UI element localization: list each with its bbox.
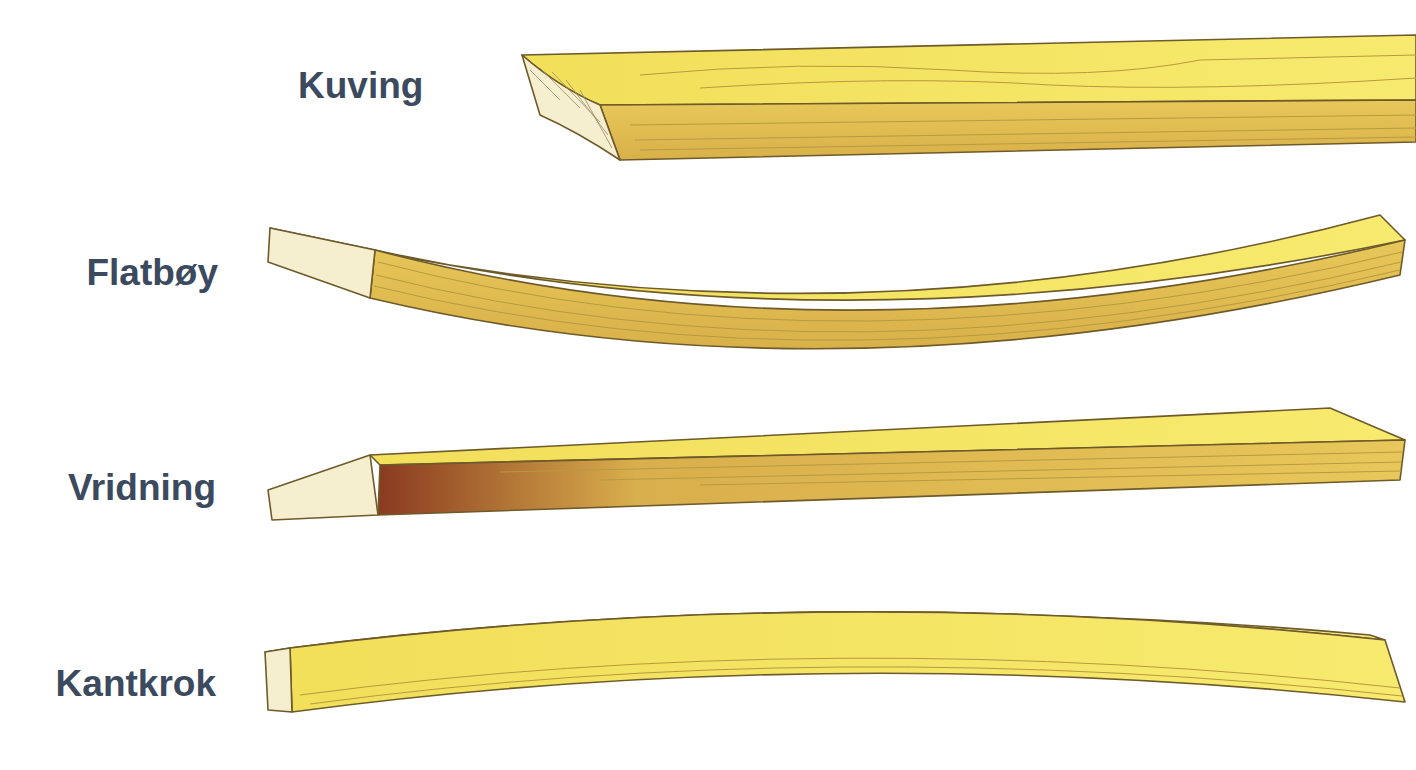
- crooked-board: [265, 612, 1405, 712]
- twisted-board: [268, 408, 1405, 520]
- warp-label: Vridning: [68, 469, 216, 506]
- cupped-board: [522, 35, 1416, 160]
- warp-label: Flatbøy: [86, 254, 218, 291]
- warp-label: Kuving: [298, 67, 423, 104]
- bowed-board: [268, 215, 1405, 349]
- warp-label: Kantkrok: [56, 665, 216, 702]
